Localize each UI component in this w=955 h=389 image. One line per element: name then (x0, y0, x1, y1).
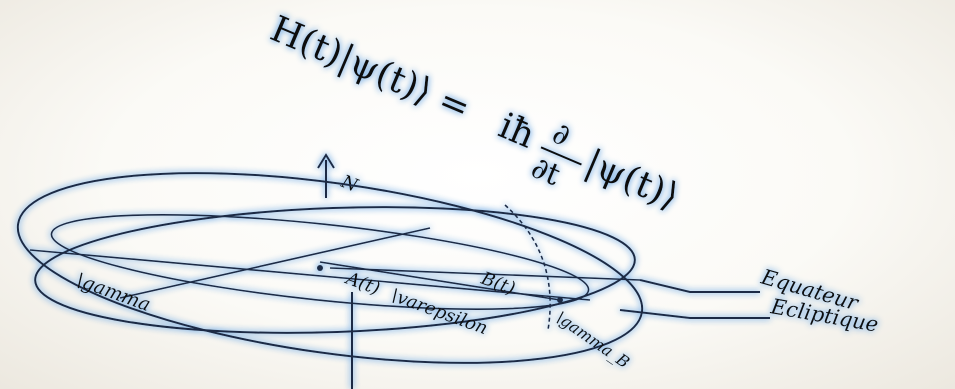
gamma-label: \gamma (73, 269, 153, 316)
point-b (557, 297, 563, 303)
north-axis (317, 153, 353, 389)
equation-ihbar: iħ (493, 105, 541, 156)
inner-circle (50, 214, 590, 310)
schrodinger-equation: H(t)|ψ(t)⟩ = iħ ∂ ∂t |ψ(t)⟩ (264, 9, 684, 218)
crossing-lines (29, 227, 641, 301)
meridian-arc (504, 204, 551, 331)
b-t-label: B(t) (477, 268, 518, 300)
equation-partial-denominator: ∂t (526, 150, 565, 193)
equation-partial-numerator: ∂ (547, 116, 575, 154)
label-lines (619, 279, 770, 319)
point-center (317, 265, 323, 271)
a-t-label: A(t) (341, 267, 382, 299)
fraction-bar (540, 146, 582, 166)
equation-lhs: H(t)|ψ(t)⟩ = (264, 9, 476, 130)
gamma-b-label: \gamma_B (553, 308, 634, 372)
equation-rhs: |ψ(t)⟩ (579, 142, 684, 218)
ecliptic-circle (34, 206, 636, 334)
varepsilon-label: \varepsilon (388, 285, 490, 339)
